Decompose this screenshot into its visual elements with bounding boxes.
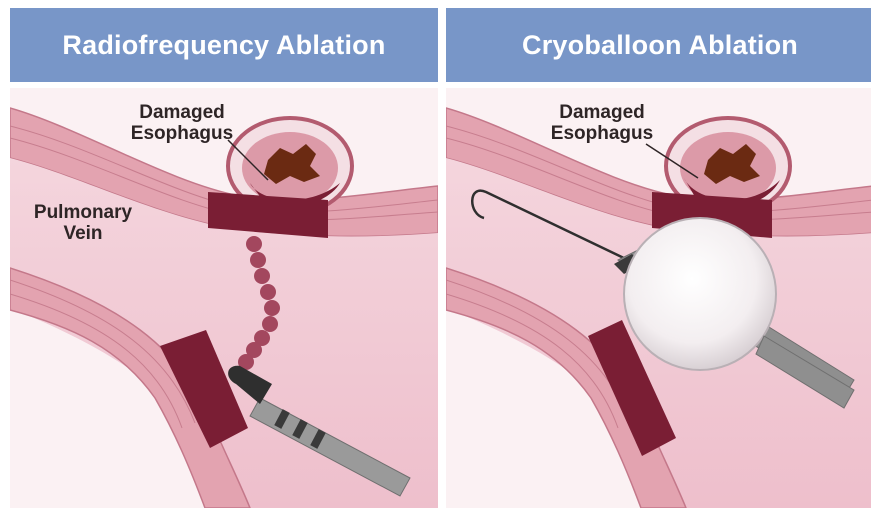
pulmonary-vein-label: Pulmonary Vein [28,202,138,244]
panel-title: Cryoballoon Ablation [446,8,871,82]
cryoballoon-ablation-illustration: Damaged Esophagus [446,88,871,508]
label-line: Pulmonary [28,202,138,223]
damaged-esophagus-label: Damaged Esophagus [542,102,662,144]
label-line: Vein [28,223,138,244]
cryo-illustration-svg [446,88,871,508]
cryoballoon-ablation-panel: Cryoballoon Ablation [446,8,871,508]
label-line: Esophagus [542,123,662,144]
rf-ablation-panel: Radiofrequency Ablation [10,8,438,508]
rf-illustration-svg [10,88,438,508]
damaged-esophagus-label: Damaged Esophagus [122,102,242,144]
label-line: Esophagus [122,123,242,144]
panel-title: Radiofrequency Ablation [10,8,438,82]
label-line: Damaged [122,102,242,123]
cryoballoon [624,218,776,370]
label-line: Damaged [542,102,662,123]
rf-ablation-illustration: Damaged Esophagus Pulmonary Vein [10,88,438,508]
